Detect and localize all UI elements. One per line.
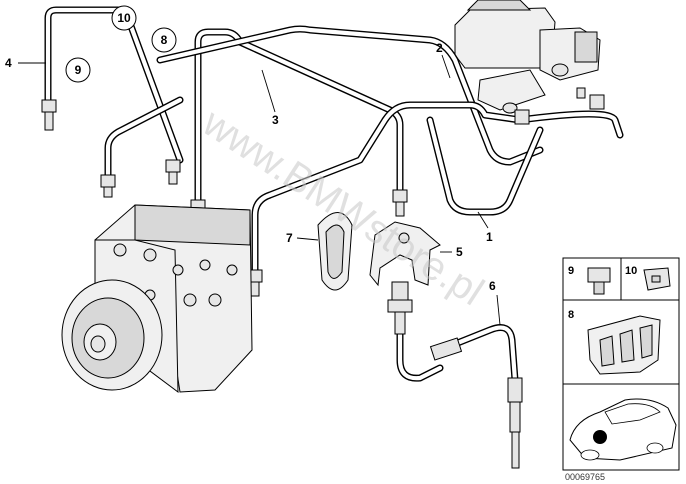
svg-text:8: 8	[161, 33, 168, 47]
leader-lines	[18, 54, 501, 326]
circled-label-10: 10	[111, 5, 137, 31]
clip-10	[643, 267, 671, 291]
inset-label-9: 9	[568, 265, 574, 277]
callout-6: 6	[489, 279, 496, 293]
master-cylinder	[454, 0, 601, 114]
callout-1: 1	[486, 230, 493, 244]
callout-2: 2	[436, 41, 443, 55]
car-location-icon	[569, 398, 677, 461]
inset-label-8: 8	[568, 309, 574, 321]
callout-5: 5	[456, 245, 463, 259]
svg-text:9: 9	[75, 63, 82, 77]
bracket-5	[369, 221, 441, 287]
svg-text:10: 10	[117, 11, 131, 25]
circled-label-8: 8	[151, 27, 177, 53]
part-number: 00069765	[565, 472, 605, 482]
inset-label-10: 10	[625, 265, 637, 277]
brake-hose-6	[387, 281, 523, 469]
callout-3: 3	[272, 113, 279, 127]
abs-hydraulic-unit	[61, 204, 253, 394]
callout-4: 4	[5, 56, 12, 70]
grommet-7	[317, 212, 353, 291]
detail-inset: 9 10 8	[562, 257, 680, 471]
pipe-holder-8	[587, 315, 661, 375]
callout-7: 7	[286, 231, 293, 245]
circled-label-9: 9	[65, 57, 91, 83]
clip-9	[587, 267, 611, 295]
